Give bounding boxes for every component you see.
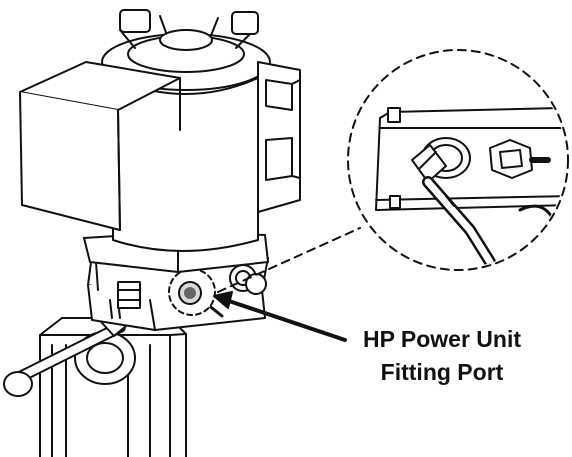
pointer-arrow (213, 291, 347, 342)
junction-box (19, 61, 181, 231)
callout-label-line-2: Fitting Port (380, 359, 504, 385)
motor-body (101, 9, 271, 252)
mounting-bracket (257, 61, 301, 213)
leader-line (217, 227, 361, 293)
hp-port (168, 268, 216, 316)
detail-view (347, 49, 569, 271)
callout-label-line-1: HP Power Unit (362, 326, 522, 352)
